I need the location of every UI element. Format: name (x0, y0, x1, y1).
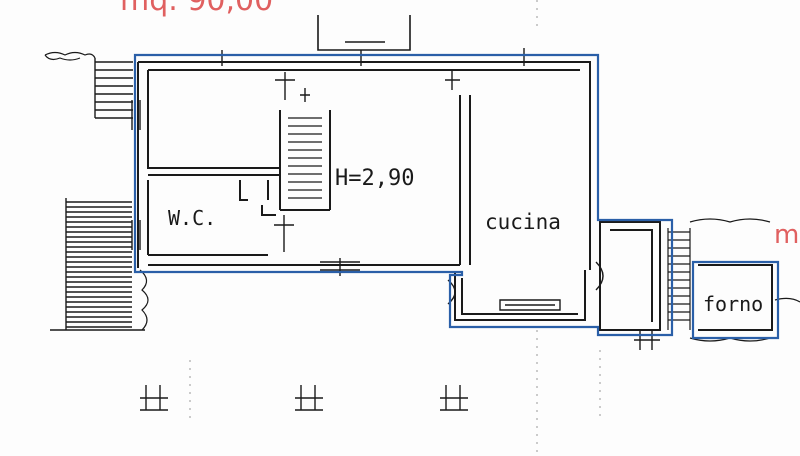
stone-edges (44, 51, 800, 342)
walls (137, 61, 773, 331)
top-chimney (317, 15, 411, 51)
blue-outline (133, 53, 780, 340)
room-label-cucina: cucina (485, 210, 561, 234)
right-annotation: m (774, 220, 800, 250)
room-label-forno: forno (703, 292, 764, 316)
staircase-interior (288, 117, 322, 199)
ceiling-height-label: H=2,90 (335, 166, 415, 191)
room-label-wc: W.C. (168, 206, 217, 230)
area-annotation: mq. 90,00 (120, 0, 274, 18)
grid-lines (189, 0, 601, 456)
staircase-bottom-left (50, 198, 145, 331)
pillar-marks (140, 330, 660, 411)
staircase-top-left (94, 58, 133, 119)
